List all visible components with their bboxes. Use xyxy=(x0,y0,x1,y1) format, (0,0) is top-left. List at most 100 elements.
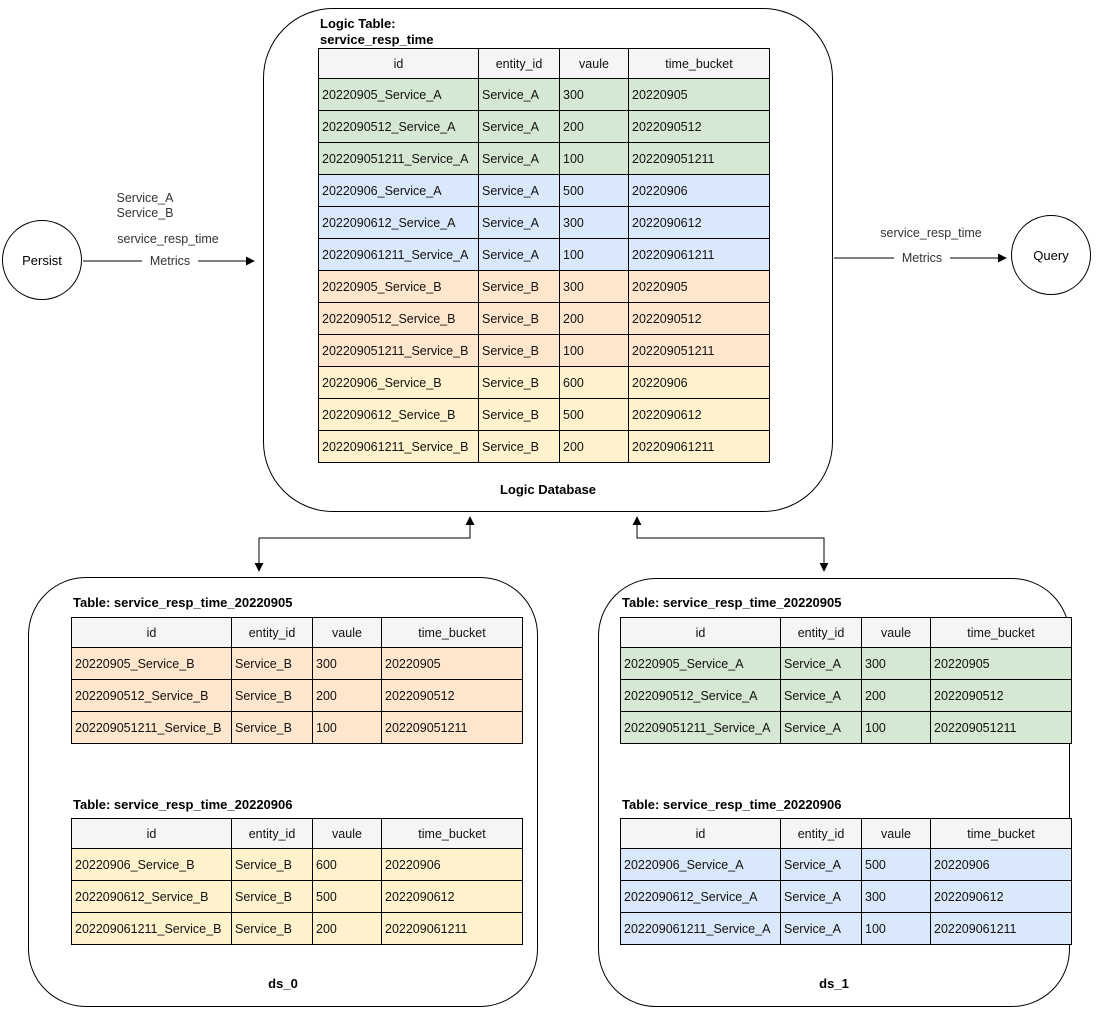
table-cell: 2022090612_Service_B xyxy=(71,880,232,913)
table-cell: 20220905_Service_B xyxy=(71,647,232,680)
table-cell: 300 xyxy=(861,880,931,913)
column-header: time_bucket xyxy=(381,617,523,648)
table-cell: 500 xyxy=(861,848,931,881)
table-cell: Service_B xyxy=(231,912,313,945)
table-cell: Service_B xyxy=(231,679,313,712)
ds1-table1-title: Table: service_resp_time_20220905 xyxy=(622,595,842,610)
table-cell: 200 xyxy=(559,430,629,463)
table-cell: Service_B xyxy=(231,848,313,881)
column-header: id xyxy=(620,617,781,648)
table-cell: 202209061211 xyxy=(628,238,770,271)
table-cell: 20220906_Service_B xyxy=(318,366,479,399)
table-cell: Service_B xyxy=(478,430,560,463)
query-node-label: Query xyxy=(1033,247,1069,263)
table-cell: Service_A xyxy=(780,912,862,945)
db-ds0-connector-arrow xyxy=(254,516,475,572)
table-cell: 202209051211 xyxy=(381,711,523,744)
table-cell: 2022090612_Service_B xyxy=(318,398,479,431)
column-header: time_bucket xyxy=(930,617,1072,648)
ds1-label: ds_1 xyxy=(819,976,849,991)
table-cell: 200 xyxy=(312,679,382,712)
table-cell: 20220906 xyxy=(930,848,1072,881)
table-cell: 100 xyxy=(559,142,629,175)
right-flow-edge-label: Metrics xyxy=(894,251,950,266)
column-header: vaule xyxy=(861,617,931,648)
table-cell: Service_A xyxy=(780,880,862,913)
table-cell: 202209051211_Service_A xyxy=(620,711,781,744)
table-cell: Service_B xyxy=(478,302,560,335)
table-cell: 20220906 xyxy=(628,174,770,207)
ds0-label: ds_0 xyxy=(268,976,298,991)
table-cell: 20220905 xyxy=(930,647,1072,680)
service-b-label: Service_B xyxy=(116,206,174,220)
column-header: time_bucket xyxy=(930,818,1072,849)
table-cell: 202209061211 xyxy=(930,912,1072,945)
logic-table-title: Logic Table: service_resp_time xyxy=(320,16,433,48)
column-header: time_bucket xyxy=(628,48,770,79)
column-header: entity_id xyxy=(780,818,862,849)
table-cell: 200 xyxy=(861,679,931,712)
table-cell: Service_A xyxy=(780,679,862,712)
table-cell: 600 xyxy=(559,366,629,399)
table-cell: Service_A xyxy=(478,110,560,143)
table-cell: 202209051211 xyxy=(628,334,770,367)
table-cell: 500 xyxy=(559,174,629,207)
table-cell: Service_B xyxy=(231,647,313,680)
table-cell: 20220905_Service_A xyxy=(318,78,479,111)
table-cell: Service_A xyxy=(780,647,862,680)
table-cell: Service_B xyxy=(231,880,313,913)
table-cell: 202209061211_Service_A xyxy=(620,912,781,945)
table-cell: 2022090512_Service_A xyxy=(318,110,479,143)
table-cell: 2022090612 xyxy=(381,880,523,913)
column-header: vaule xyxy=(312,617,382,648)
left-flow-metric-label: service_resp_time xyxy=(117,232,219,246)
table-cell: 300 xyxy=(559,206,629,239)
table-cell: 100 xyxy=(861,912,931,945)
table-cell: 202209061211_Service_A xyxy=(318,238,479,271)
table-cell: 100 xyxy=(312,711,382,744)
table-cell: 100 xyxy=(559,238,629,271)
table-cell: 2022090512 xyxy=(628,302,770,335)
table-cell: 202209051211 xyxy=(628,142,770,175)
table-cell: Service_B xyxy=(231,711,313,744)
table-cell: 2022090612_Service_A xyxy=(318,206,479,239)
table-cell: 202209051211_Service_B xyxy=(71,711,232,744)
table-cell: 20220905_Service_A xyxy=(620,647,781,680)
table-cell: 500 xyxy=(559,398,629,431)
table-cell: Service_A xyxy=(478,174,560,207)
table-cell: Service_B xyxy=(478,270,560,303)
table-cell: 20220905 xyxy=(628,270,770,303)
table-cell: Service_A xyxy=(478,206,560,239)
persist-node: Persist xyxy=(2,220,82,300)
column-header: entity_id xyxy=(231,818,313,849)
column-header: vaule xyxy=(559,48,629,79)
left-flow-services-label: Service_A Service_B xyxy=(105,191,185,221)
table-cell: 200 xyxy=(312,912,382,945)
table-cell: 20220906_Service_A xyxy=(318,174,479,207)
ds1-table2-title: Table: service_resp_time_20220906 xyxy=(622,797,842,812)
left-flow-edge-label: Metrics xyxy=(142,254,198,269)
table-cell: 202209061211_Service_B xyxy=(318,430,479,463)
table-cell: 2022090512 xyxy=(628,110,770,143)
table-cell: 202209051211 xyxy=(930,711,1072,744)
table-cell: 200 xyxy=(559,110,629,143)
logic-database-label: Logic Database xyxy=(499,482,597,497)
table-cell: 300 xyxy=(312,647,382,680)
